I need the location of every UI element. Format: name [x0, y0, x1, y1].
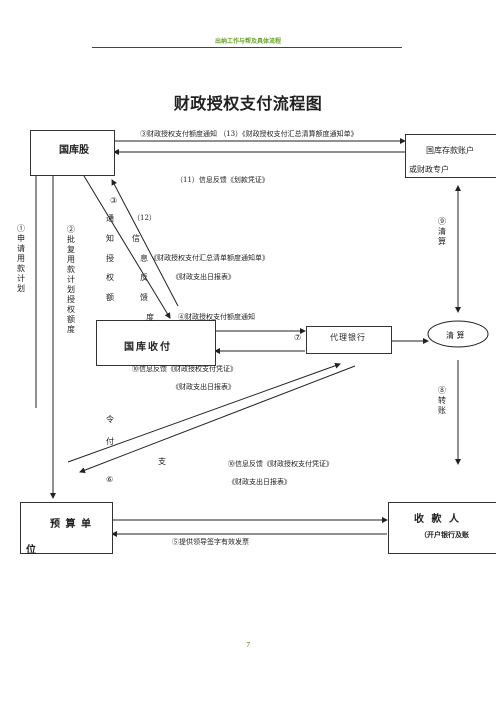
label-c3: ③ [110, 196, 118, 205]
guokugu-label: 国库股 [59, 145, 89, 156]
label-fan: 反 [140, 273, 148, 282]
daili-bank-box [306, 326, 392, 354]
page-number: 7 [246, 642, 250, 649]
arrow-12-diagonal [111, 179, 179, 307]
label-report-top: 《财政支出日报表》 [172, 273, 235, 281]
label-10: ⑩信息反馈《财政授权支付凭证》 [132, 365, 237, 373]
arrow-3-diagonal [83, 175, 171, 319]
label-kui: 馈 [140, 293, 148, 302]
guoku-shoufu-box [96, 320, 216, 366]
page-header: 出纳工作与帮及具体流程 [214, 38, 281, 45]
label-du: 度 [146, 313, 154, 322]
label-zhi-pay: 支 [158, 457, 166, 466]
label-10b-report: 《财政支出日报表》 [228, 478, 291, 486]
guoku-shoufu-label: 国库收付 [124, 342, 172, 353]
daili-bank-label: 代理银行 [330, 333, 366, 342]
label-quan: 权 [106, 273, 114, 282]
guoku-account-label-2: 或财政专户 [409, 165, 449, 174]
label-tong: 通 [106, 214, 114, 223]
label-fu: 付 [106, 437, 114, 446]
clearing-label: 清 算 [446, 331, 465, 340]
label-c12: （12） [133, 214, 156, 222]
label-e: 额 [106, 293, 114, 302]
label-10-report: 《财政支出日报表》 [172, 383, 235, 391]
arrow-6-pay-order [67, 362, 341, 463]
label-3-top: ③财政授权支付额度通知 （13）《财政授权支付汇总清算额度通知单》 [140, 130, 358, 138]
label-4: ④财政授权支付额度通知 [178, 313, 255, 321]
label-zhi: 知 [106, 234, 114, 243]
arrow-10b-feedback [79, 365, 356, 474]
label-c6: ⑥ [106, 475, 114, 484]
yusuan-label-2: 位 [26, 545, 36, 556]
guoku-account-box [405, 134, 496, 178]
label-shou: 授 [106, 254, 114, 263]
label-7: ⑦ [294, 333, 302, 342]
label-11: （11）信息反馈《划款凭证》 [176, 176, 269, 184]
label-10b: ⑩信息反馈《财政授权支付凭证》 [228, 460, 333, 468]
diagram-title: 财政授权支付流程图 [173, 94, 323, 113]
label-1-vertical: ①申请用款计划 [17, 224, 25, 293]
label-ling: 令 [106, 415, 114, 424]
label-xi: 息 [140, 254, 148, 263]
header-rule [92, 47, 402, 48]
label-9-vertical: ⑨清算 [438, 217, 446, 246]
clearing-ellipse [427, 320, 489, 348]
label-5: ⑤提供领导签字有效发票 [172, 538, 249, 546]
label-form: 《财政授权支付汇总清单额度通知单》 [150, 254, 269, 262]
shoukuan-box [388, 502, 496, 554]
guoku-account-label-1: 国库存款账户 [426, 146, 474, 155]
guokugu-box [30, 130, 115, 176]
label-2-vertical: ②批复用款计划 授权额度 [67, 225, 75, 334]
label-xin: 信 [132, 234, 140, 243]
yusuan-label-1: 预 算 单 [50, 519, 92, 530]
shoukuan-label-2: （开户银行及账 [420, 531, 469, 539]
yusuan-box [20, 502, 113, 554]
label-8-vertical: ⑧转账 [438, 386, 446, 415]
shoukuan-label-1: 收 款 人 [414, 514, 461, 525]
